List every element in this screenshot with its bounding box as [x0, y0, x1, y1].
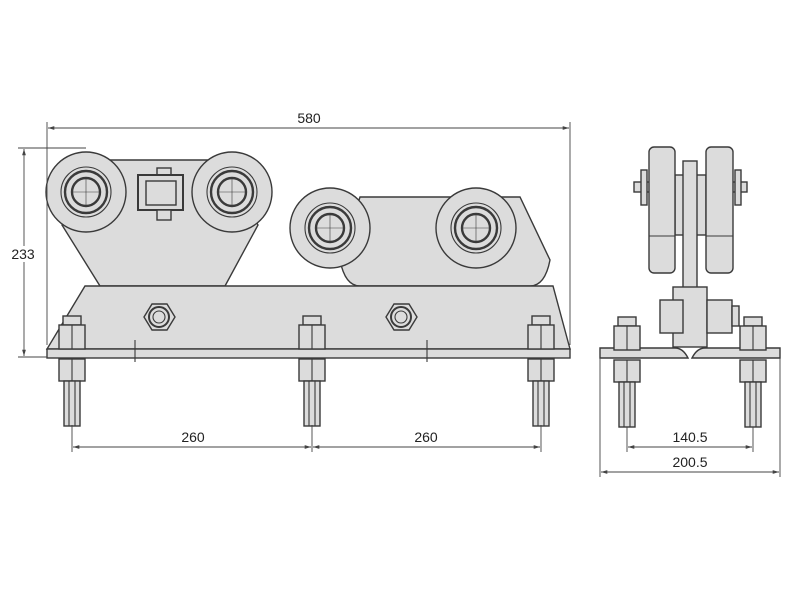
mounting-hole [143, 303, 176, 331]
left-carriage [44, 150, 274, 287]
dimension-bolt-spacing-right: 260 [414, 429, 438, 445]
dimension-lines [599, 358, 781, 477]
dimension-side-overall-width: 200.5 [672, 454, 708, 470]
wheel [288, 186, 372, 270]
wheel [44, 150, 128, 234]
right-carriage [288, 186, 551, 287]
wheel [190, 150, 274, 234]
side-view [599, 146, 781, 477]
wheel [434, 186, 518, 270]
dimension-side-bolt-spacing: 140.5 [672, 429, 708, 445]
wheel [705, 146, 734, 274]
mounting-bolt [58, 315, 86, 427]
wheel [648, 146, 676, 274]
mounting-bolt [298, 315, 326, 427]
mounting-hole [385, 303, 418, 331]
dimension-overall-height: 233 [11, 246, 35, 262]
dimension-overall-length: 580 [297, 110, 321, 126]
mounting-bolt [739, 316, 767, 428]
front-view [18, 122, 571, 452]
dimension-bolt-spacing-left: 260 [181, 429, 205, 445]
mounting-bolt [527, 315, 555, 427]
mounting-bolt [613, 316, 641, 428]
bracket [137, 167, 184, 221]
dimension-lines [18, 122, 571, 452]
